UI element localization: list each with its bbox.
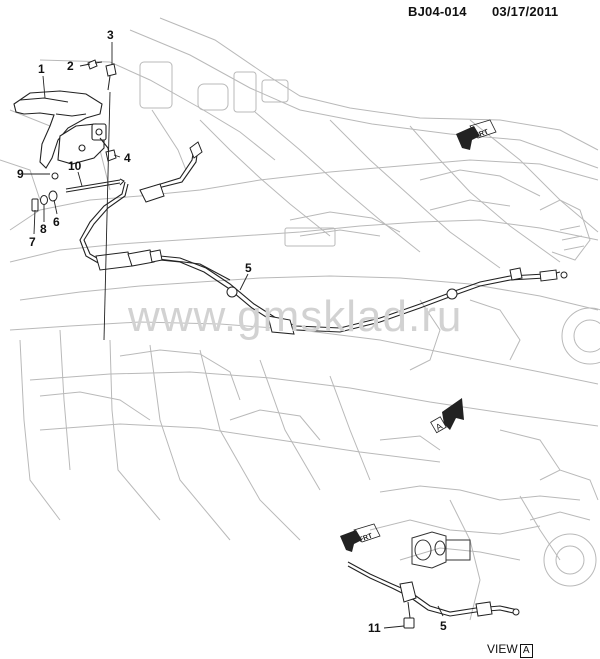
watermark: www.gmsklad.ru bbox=[128, 292, 463, 341]
leader-lines bbox=[22, 42, 444, 629]
parking-brake-lever bbox=[13, 90, 111, 169]
bolt-2 bbox=[87, 59, 103, 70]
view-a-arrow-letter: A bbox=[434, 421, 444, 433]
view-a-inset-outline bbox=[369, 469, 599, 621]
forward-arrow-inset: FRT bbox=[340, 523, 381, 552]
callout-3: 3 bbox=[107, 28, 114, 42]
adjuster-rod-10 bbox=[65, 178, 125, 193]
callout-1: 1 bbox=[38, 62, 45, 76]
vehicle-body-outline bbox=[0, 17, 600, 541]
callout-11: 11 bbox=[368, 621, 381, 635]
inset-cable bbox=[347, 561, 519, 617]
callout-6: 6 bbox=[53, 215, 60, 229]
diagram-date: 03/17/2011 bbox=[492, 4, 559, 19]
washer-set bbox=[31, 172, 59, 212]
view-a-arrow: A bbox=[430, 398, 464, 434]
callout-5-inset: 5 bbox=[440, 619, 447, 633]
callout-5: 5 bbox=[245, 261, 252, 275]
callout-2: 2 bbox=[67, 59, 74, 73]
callout-7: 7 bbox=[29, 235, 36, 249]
frt-label-inset: FRT bbox=[358, 532, 374, 543]
callout-4: 4 bbox=[124, 151, 131, 165]
frt-label: FRT bbox=[474, 128, 490, 139]
view-label-prefix: VIEW bbox=[487, 642, 518, 656]
callout-10: 10 bbox=[68, 159, 82, 173]
callout-9: 9 bbox=[17, 167, 24, 181]
forward-arrow: FRT bbox=[456, 119, 497, 150]
cable-fittings bbox=[95, 141, 568, 335]
callout-8: 8 bbox=[40, 222, 47, 236]
inset-bracket bbox=[411, 531, 471, 569]
inset-clip bbox=[399, 581, 520, 629]
diagram-code: BJ04-014 bbox=[408, 4, 467, 19]
view-label-letter: A bbox=[519, 644, 533, 658]
switch-3 bbox=[105, 63, 117, 91]
